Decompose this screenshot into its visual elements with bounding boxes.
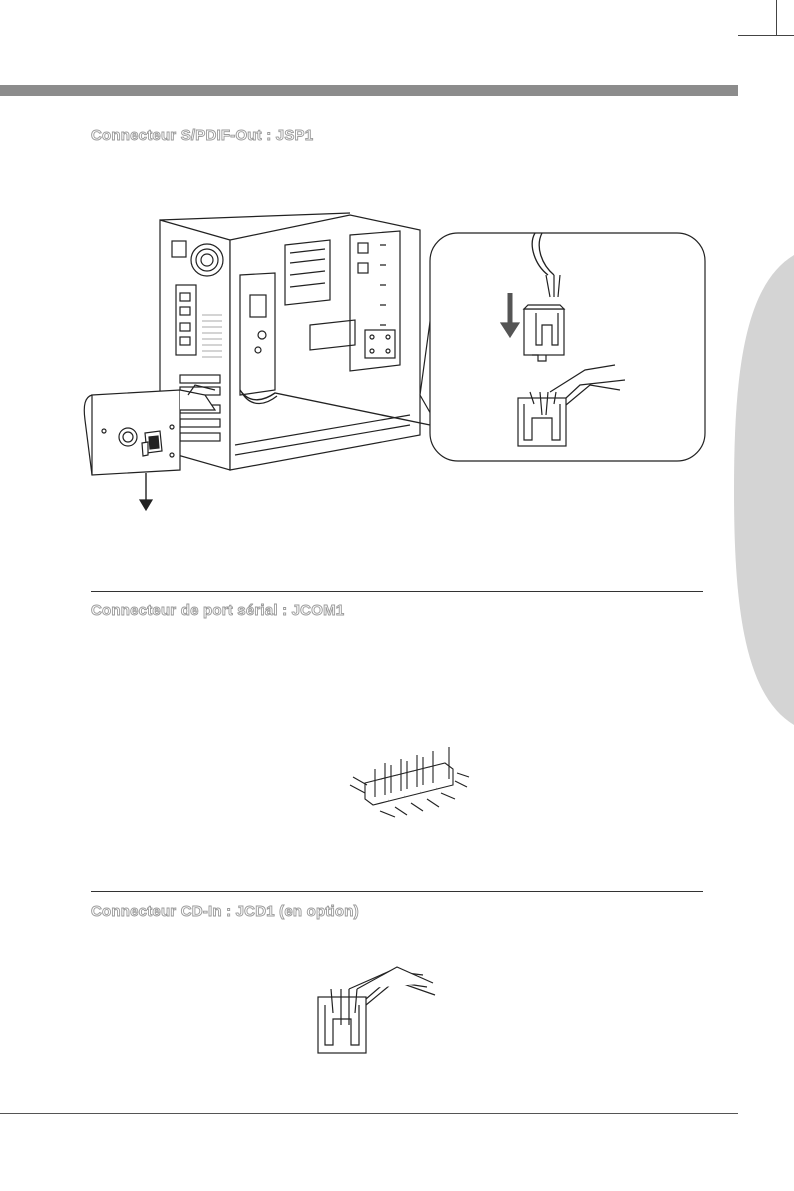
section-heading-serial: Connecteur de port sérial : JCOM1 [91,602,344,619]
crop-mark-vertical [776,0,777,36]
pc-case-illustration [80,205,720,515]
section-divider-1 [91,591,703,592]
section-heading-cd-in: Connecteur CD-In : JCD1 (en option) [91,903,359,920]
side-tab [734,255,794,725]
section-divider-2 [91,891,703,892]
header-bar [0,85,738,96]
footer-rule [0,1113,738,1114]
crop-mark-horizontal [738,35,794,36]
serial-header-pins [345,735,475,825]
cd-in-header [315,965,445,1060]
section-heading-spdif: Connecteur S/PDIF-Out : JSP1 [91,127,313,144]
